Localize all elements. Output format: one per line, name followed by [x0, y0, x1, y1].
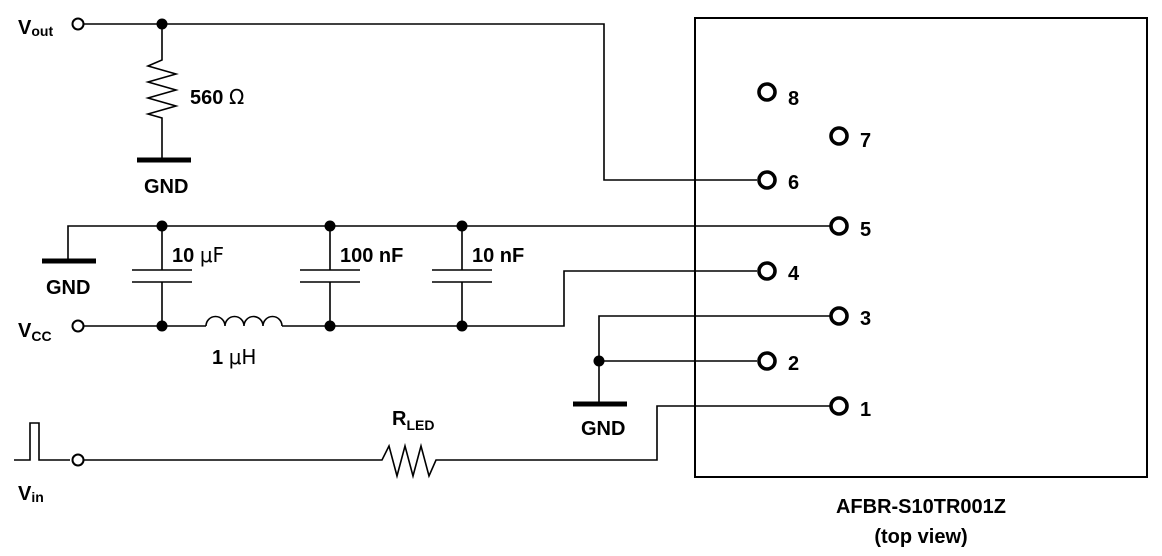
- rled-label: RLED: [392, 408, 434, 433]
- supply-filter-net: [42, 220, 831, 332]
- pin-3-label: 3: [860, 308, 871, 330]
- capacitor-10uf-label: 10 μF: [172, 243, 224, 267]
- vout-net: [84, 18, 757, 181]
- pin-2-label: 2: [788, 353, 799, 375]
- inductor-1uh-label: 1 μH: [212, 345, 256, 369]
- pin-5-label: 5: [860, 219, 871, 241]
- component-package-outline: [694, 17, 1148, 478]
- pin-1-pad: [829, 396, 849, 416]
- pin-2-pad: [757, 351, 777, 371]
- vout-terminal: [71, 17, 85, 31]
- pin-8-pad: [757, 82, 777, 102]
- pin-6-label: 6: [788, 172, 799, 194]
- pin-7-pad: [829, 126, 849, 146]
- part-number-label: AFBR-S10TR001Z: [836, 496, 1006, 518]
- vout-label: Vout: [18, 17, 53, 39]
- pin-4-pad: [757, 261, 777, 281]
- gnd-label-supply: GND: [46, 277, 90, 299]
- pin-5-pad: [829, 216, 849, 236]
- pin-4-label: 4: [788, 263, 800, 285]
- view-note-label: (top view): [874, 526, 967, 548]
- gnd-label-vout: GND: [144, 176, 188, 198]
- pin-1-label: 1: [860, 399, 871, 421]
- vcc-label: VCC: [18, 320, 52, 344]
- capacitor-100nf-label: 100 nF: [340, 245, 403, 267]
- vin-label: Vin: [18, 483, 44, 505]
- vin-net: [14, 405, 831, 480]
- gnd-label-pins: GND: [581, 418, 625, 440]
- pin-7-label: 7: [860, 130, 871, 152]
- vin-terminal: [71, 453, 85, 467]
- pin-6-pad: [757, 170, 777, 190]
- capacitor-10nf-label: 10 nF: [472, 245, 524, 267]
- resistor-560-label: 560 Ω: [190, 85, 244, 109]
- pin-3-pad: [829, 306, 849, 326]
- vcc-terminal: [71, 319, 85, 333]
- pin2-pin3-gnd-net: [573, 315, 831, 407]
- pin-8-label: 8: [788, 88, 799, 110]
